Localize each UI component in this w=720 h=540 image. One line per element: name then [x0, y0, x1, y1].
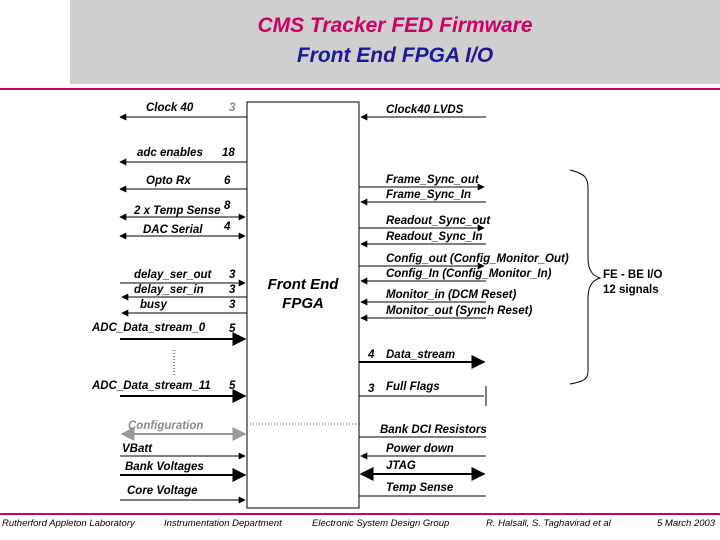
- footer-dept: Instrumentation Department: [164, 518, 282, 529]
- delay-ser-out-width: 3: [229, 269, 236, 281]
- readout-sync-in-label: Readout_Sync_In: [386, 231, 483, 243]
- clock40-lvds-label: Clock40 LVDS: [386, 104, 464, 116]
- opto-rx-label: Opto Rx: [146, 175, 191, 187]
- busy-width: 3: [229, 299, 236, 311]
- temp-sense-right-label: Temp Sense: [386, 482, 454, 494]
- full-flags-width: 3: [368, 383, 375, 395]
- fpga-box: [246, 101, 360, 509]
- footer-group: Electronic System Design Group: [312, 518, 450, 529]
- title-band: [70, 0, 720, 84]
- readout-sync-out-label: Readout_Sync_out: [386, 215, 491, 227]
- bank-voltages-label: Bank Voltages: [125, 461, 204, 473]
- configuration-label: Configuration: [128, 420, 204, 432]
- busy-label: busy: [140, 299, 167, 311]
- adc-stream-0-width: 5: [229, 323, 236, 335]
- fe-be-label: FE - BE I/O: [603, 269, 663, 281]
- config-out-label: Config_out (Config_Monitor_Out): [386, 253, 569, 265]
- adc-stream-11-width: 5: [229, 380, 236, 392]
- jtag-label: JTAG: [386, 460, 416, 472]
- bank-dci-label: Bank DCI Resistors: [380, 424, 487, 436]
- footer-rule: [0, 513, 720, 515]
- footer-lab: Rutherford Appleton Laboratory: [2, 518, 135, 529]
- footer-authors: R. Halsall, S. Taghavirad et al: [486, 518, 611, 529]
- temp-sense-label: 2 x Temp Sense: [134, 205, 221, 217]
- fpga-label: Front End FPGA: [247, 275, 359, 313]
- delay-ser-in-width: 3: [229, 284, 236, 296]
- data-stream-width: 4: [368, 349, 375, 361]
- power-down-label: Power down: [386, 443, 454, 455]
- adc-enables-label: adc enables: [137, 147, 203, 159]
- core-voltage-label: Core Voltage: [127, 485, 198, 497]
- frame-sync-out-label: Frame_Sync_out: [386, 174, 479, 186]
- clock40-width: 3: [229, 102, 236, 114]
- delay-ser-out-label: delay_ser_out: [134, 269, 212, 281]
- monitor-in-label: Monitor_in (DCM Reset): [386, 289, 517, 301]
- fpga-label-line1: Front End: [267, 276, 339, 293]
- footer-date: 5 March 2003: [657, 518, 716, 529]
- fpga-label-line2: FPGA: [282, 295, 324, 312]
- slide-title: CMS Tracker FED Firmware: [257, 14, 533, 37]
- fe-be-brace: [569, 169, 602, 385]
- opto-rx-width: 6: [224, 175, 231, 187]
- fe-be-count: 12 signals: [603, 284, 659, 296]
- adc-enables-width: 18: [222, 147, 235, 159]
- delay-ser-in-label: delay_ser_in: [134, 284, 204, 296]
- vbatt-label: VBatt: [122, 443, 153, 455]
- adc-stream-11-label: ADC_Data_stream_11: [92, 380, 211, 392]
- full-flags-label: Full Flags: [386, 381, 440, 393]
- dac-serial-width: 4: [224, 221, 231, 233]
- dac-serial-label: DAC Serial: [143, 224, 203, 236]
- frame-sync-in-label: Frame_Sync_In: [386, 189, 472, 201]
- data-stream-label: Data_stream: [386, 349, 456, 361]
- monitor-out-label: Monitor_out (Synch Reset): [386, 305, 533, 317]
- temp-sense-width: 8: [224, 200, 231, 212]
- config-in-label: Config_In (Config_Monitor_In): [386, 268, 552, 280]
- header-rule: [0, 88, 720, 90]
- slide-subtitle: Front End FPGA I/O: [296, 44, 494, 67]
- adc-stream-0-label: ADC_Data_stream_0: [92, 322, 206, 334]
- clock40-label: Clock 40: [146, 102, 194, 114]
